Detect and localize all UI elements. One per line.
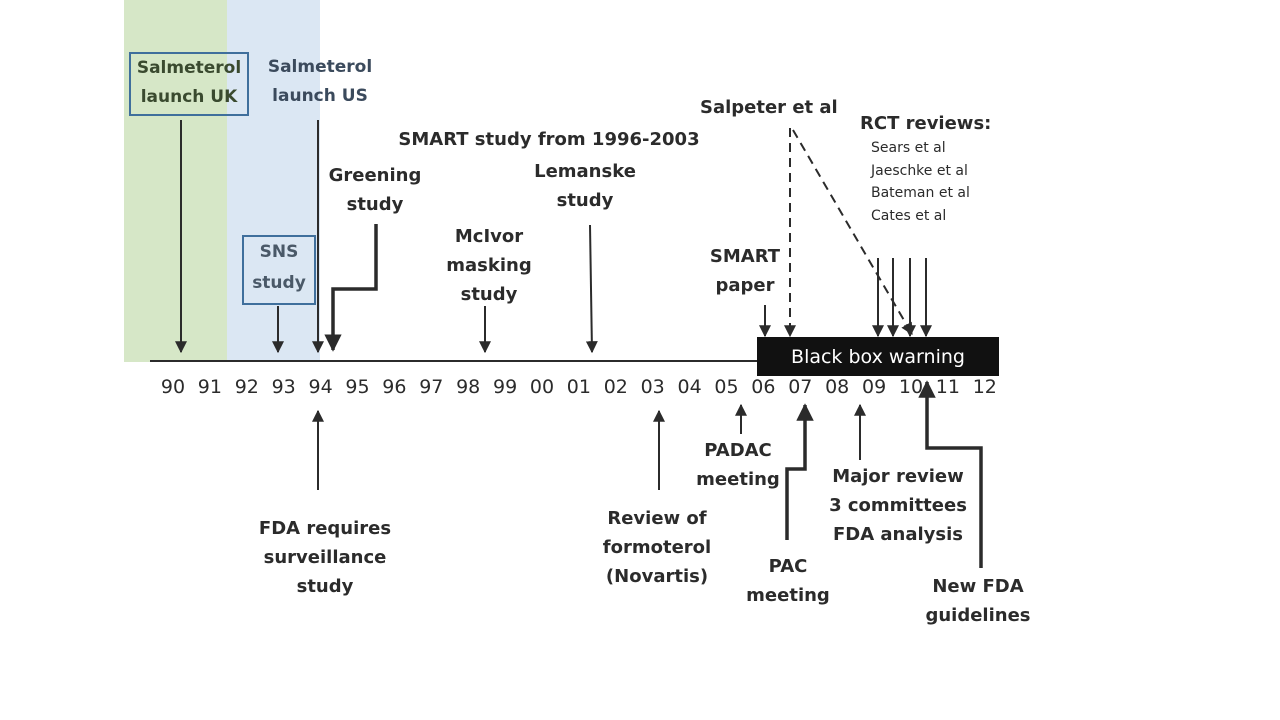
rct-item: Jaeschke et al [871, 162, 968, 179]
label-salmeterol-us: Salmeterol launch US [258, 53, 382, 111]
year-label: 09 [862, 376, 887, 398]
arrow-greening [324, 224, 378, 352]
year-label: 03 [640, 376, 665, 398]
label-line: paper [715, 275, 775, 296]
label-line: formoterol [602, 537, 712, 558]
label-line: Salmeterol [136, 58, 242, 78]
label-major-review: Major review 3 committees FDA analysis [824, 462, 972, 549]
label-line: (Novartis) [605, 566, 709, 587]
label-lemanske-study: Lemanske study [526, 157, 644, 215]
label-line: FDA requires [258, 518, 392, 539]
year-label: 06 [751, 376, 776, 398]
label-line: meeting [746, 585, 830, 606]
year-label: 07 [788, 376, 813, 398]
year-label: 04 [677, 376, 702, 398]
label-pac-meeting: PAC meeting [742, 552, 834, 610]
year-label: 99 [493, 376, 518, 398]
label-line: guidelines [925, 605, 1031, 626]
year-label: 97 [419, 376, 444, 398]
label-line: Greening [328, 165, 422, 186]
label-sns-study: SNS study [242, 235, 316, 305]
label-line: 3 committees [829, 495, 967, 516]
label-smart-study: SMART study from 1996-2003 [398, 129, 700, 150]
label-line: study [460, 284, 518, 305]
year-label: 12 [972, 376, 997, 398]
label-salpeter: Salpeter et al [700, 97, 838, 118]
label-padac-meeting: PADAC meeting [692, 436, 784, 494]
label-line: New FDA [932, 576, 1024, 597]
rct-item: Sears et al [871, 140, 946, 156]
era-band-uk [124, 0, 227, 362]
year-label: 00 [529, 376, 555, 398]
year-label: 01 [566, 376, 591, 398]
label-smart-paper: SMART paper [700, 242, 790, 300]
label-line: launch UK [140, 87, 238, 107]
year-label: 96 [382, 376, 407, 398]
label-line: SNS [259, 242, 299, 262]
label-rct-reviews: RCT reviews: [860, 113, 992, 134]
label-mcivor-study: McIvor masking study [436, 222, 542, 309]
label-line: PAC [768, 556, 808, 577]
year-label: 11 [935, 376, 960, 398]
label-line: meeting [696, 469, 780, 490]
year-axis: 90 91 92 93 94 95 96 97 98 99 00 01 02 03 04 05 06 07 08 09… [0, 376, 1280, 406]
label-line: Salmeterol [267, 57, 373, 77]
arrow-lemanske [585, 224, 598, 354]
label-fda-surveillance: FDA requires surveillance study [250, 514, 400, 601]
rct-item: Bateman et al [871, 185, 970, 201]
year-label: 94 [308, 376, 333, 398]
label-line: McIvor [454, 226, 524, 247]
label-line: Lemanske [534, 161, 636, 182]
black-box-warning: Black box warning [757, 337, 999, 376]
label-greening-study: Greening study [318, 161, 432, 219]
year-label: 90 [160, 376, 186, 398]
label-line: study [556, 190, 614, 211]
year-label: 05 [714, 376, 739, 398]
label-line: masking [446, 255, 532, 276]
label-new-fda-guidelines: New FDA guidelines [920, 572, 1036, 630]
label-line: Major review [832, 466, 964, 487]
year-label: 95 [345, 376, 370, 398]
year-label: 10 [898, 376, 924, 398]
label-line: study [346, 194, 404, 215]
year-label: 98 [456, 376, 481, 398]
label-line: study [252, 273, 306, 293]
year-label: 93 [271, 376, 296, 398]
rct-item: Cates et al [871, 207, 947, 224]
label-review-formoterol: Review of formoterol (Novartis) [596, 504, 718, 591]
label-line: launch US [272, 86, 368, 106]
label-line: Review of [607, 508, 707, 529]
label-line: PADAC [704, 440, 772, 461]
year-label: 08 [825, 376, 850, 398]
label-line: study [296, 576, 354, 597]
rct-review-list: Sears et al Jaeschke et al Bateman et al… [871, 137, 970, 227]
year-label: 92 [234, 376, 259, 398]
label-line: SMART [709, 246, 781, 267]
label-line: surveillance [263, 547, 387, 568]
arrow-pac [785, 403, 814, 540]
year-label: 02 [603, 376, 628, 398]
label-line: FDA analysis [832, 524, 964, 545]
year-label: 91 [197, 376, 222, 398]
arrow-new-fda [918, 380, 983, 568]
label-salmeterol-uk: Salmeterol launch UK [129, 52, 249, 116]
